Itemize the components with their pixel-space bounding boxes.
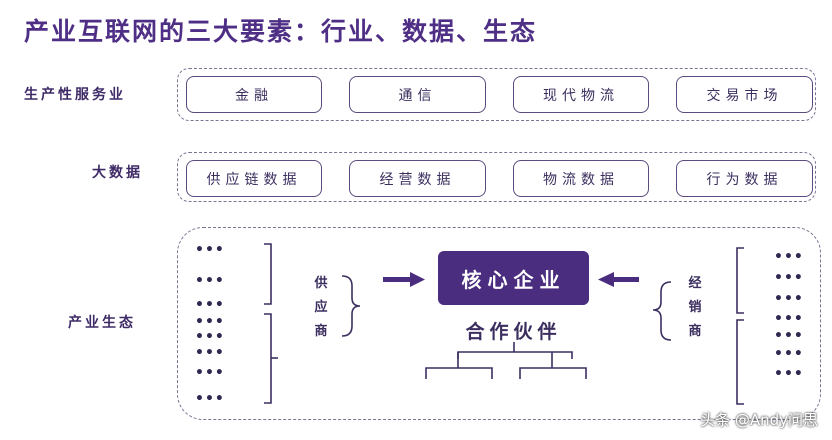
arrows <box>383 272 639 287</box>
partner-tree-right <box>519 367 587 379</box>
service-box-finance: 金融 <box>186 76 322 113</box>
left-bracket-lower <box>264 313 272 404</box>
right-bracket-lower <box>736 319 744 405</box>
watermark: 头条 @Andy问思 <box>700 411 818 429</box>
dots-left-8: ••• <box>195 391 225 407</box>
arrow-left-head <box>410 272 425 287</box>
page-title: 产业互联网的三大要素：行业、数据、生态 <box>24 17 538 46</box>
arrow-left-shaft <box>383 277 413 282</box>
arrow-right-shaft <box>611 277 639 282</box>
service-box-telecom: 通信 <box>349 76 486 113</box>
dots-left-5: ••• <box>195 329 225 345</box>
services-frame <box>177 68 816 121</box>
dealer-brace <box>652 281 672 341</box>
ecosystem-frame <box>177 227 821 420</box>
arrow-right-head <box>598 272 614 287</box>
data-box-supply-chain: 供应链数据 <box>186 160 322 197</box>
dots-left-2: ••• <box>195 273 225 289</box>
row-label-ecosystem: 产业生态 <box>68 315 136 331</box>
dots-left-4: ••• <box>195 314 225 330</box>
core-enterprise-box: 核心企业 <box>438 251 589 305</box>
supplier-brace <box>341 275 361 337</box>
dots-right-3: ••• <box>774 291 804 307</box>
right-bracket-upper <box>736 247 744 314</box>
dots-right-4: ••• <box>774 311 804 327</box>
service-box-logistics: 现代物流 <box>513 76 649 113</box>
dots-right-6: ••• <box>774 346 804 362</box>
dealer-label: 经 销 商 <box>688 276 702 339</box>
dots-right-5: ••• <box>774 328 804 344</box>
bigdata-frame <box>177 152 816 202</box>
data-box-operations: 经营数据 <box>349 160 486 197</box>
left-bracket-upper <box>264 243 272 305</box>
dots-left-7: ••• <box>195 365 225 381</box>
row-label-services: 生产性服务业 <box>24 87 126 103</box>
data-box-logistics: 物流数据 <box>513 160 649 197</box>
service-box-market: 交易市场 <box>676 76 813 113</box>
partners-label: 合作伙伴 <box>465 321 562 343</box>
dots-right-7: ••• <box>774 366 804 382</box>
dots-right-1: ••• <box>774 249 804 265</box>
data-box-behavior: 行为数据 <box>676 160 813 197</box>
dots-left-1: ••• <box>195 242 225 258</box>
dots-right-2: ••• <box>774 270 804 286</box>
row-label-bigdata: 大数据 <box>92 165 143 181</box>
dots-left-3: ••• <box>195 297 225 313</box>
dots-left-6: ••• <box>195 345 225 361</box>
partner-tree-top <box>457 351 573 359</box>
supplier-label: 供 应 商 <box>314 276 328 339</box>
partner-tree-left <box>425 367 493 379</box>
